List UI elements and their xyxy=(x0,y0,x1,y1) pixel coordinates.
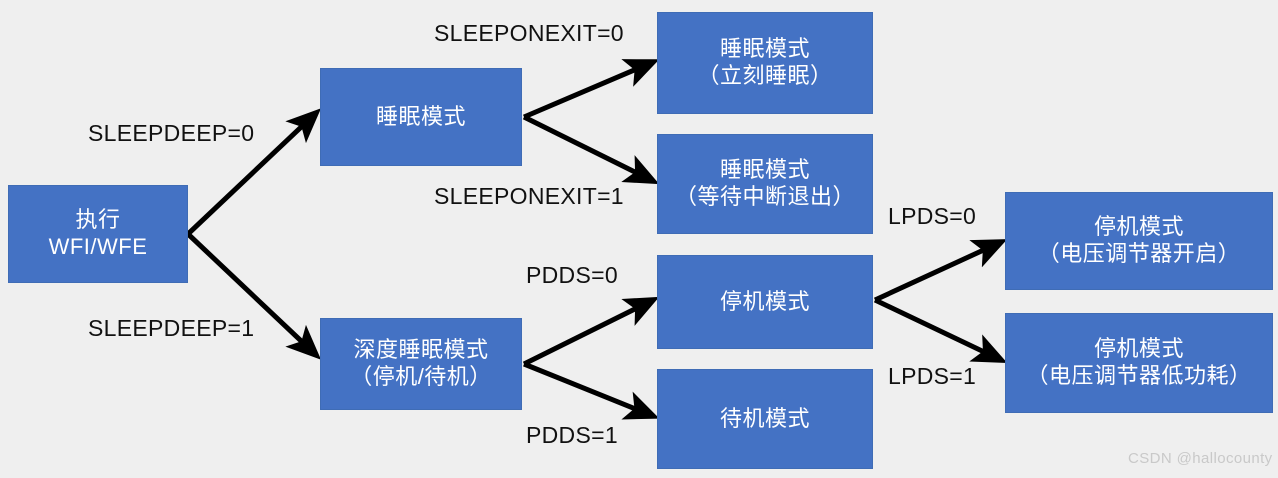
node-label-primary: 睡眠模式 xyxy=(719,36,810,62)
edge-label-lpds-0: LPDS=0 xyxy=(888,203,977,229)
node-sleep: 睡眠模式 xyxy=(320,68,522,166)
edge-label-sleeponexit-1: SLEEPONEXIT=1 xyxy=(434,183,624,209)
arrow-deepsleep-to-stop xyxy=(522,296,660,367)
node-label-primary: 睡眠模式 xyxy=(375,103,466,129)
watermark: CSDN @hallocounty xyxy=(1128,450,1273,467)
node-stop-reg-on: 停机模式（电压调节器开启） xyxy=(1005,192,1273,290)
node-label-primary: 停机模式 xyxy=(1093,214,1184,240)
node-label-primary: 待机模式 xyxy=(719,405,810,431)
node-label-primary: 深度睡眠模式 xyxy=(353,337,489,363)
node-label-secondary: WFI/WFE xyxy=(48,234,148,259)
node-label-secondary: （立刻睡眠） xyxy=(697,63,833,88)
node-label-primary: 执行 xyxy=(75,207,121,233)
node-standby: 待机模式 xyxy=(657,369,873,469)
arrow-sleep-to-sleep-now xyxy=(523,59,660,120)
node-label-primary: 停机模式 xyxy=(1093,336,1184,362)
edge-label-lpds-1: LPDS=1 xyxy=(888,363,977,389)
node-label-secondary: （电压调节器低功耗） xyxy=(1026,363,1252,388)
arrow-sleep-to-sleep-on-exit xyxy=(522,114,660,185)
node-stop: 停机模式 xyxy=(657,255,873,349)
node-label-primary: 睡眠模式 xyxy=(719,157,810,183)
edge-label-pdds-1: PDDS=1 xyxy=(526,422,618,448)
arrow-deepsleep-to-standby xyxy=(523,361,660,420)
arrow-stop-to-reg-lp xyxy=(873,297,1008,364)
edge-label-pdds-0: PDDS=0 xyxy=(526,262,618,288)
node-label-primary: 停机模式 xyxy=(719,288,810,314)
node-label-secondary: （电压调节器开启） xyxy=(1037,241,1241,266)
node-deepsleep: 深度睡眠模式（停机/待机） xyxy=(320,318,522,410)
node-sleep-on-exit: 睡眠模式（等待中断退出） xyxy=(657,134,873,234)
node-stop-reg-lp: 停机模式（电压调节器低功耗） xyxy=(1005,313,1273,413)
node-sleep-now: 睡眠模式（立刻睡眠） xyxy=(657,12,873,114)
edge-label-sleepdeep-1: SLEEPDEEP=1 xyxy=(88,315,255,341)
node-label-secondary: （停机/待机） xyxy=(350,364,492,389)
node-label-secondary: （等待中断退出） xyxy=(674,184,855,209)
edge-label-sleeponexit-0: SLEEPONEXIT=0 xyxy=(434,20,624,46)
edge-label-sleepdeep-0: SLEEPDEEP=0 xyxy=(88,120,255,146)
arrow-stop-to-reg-on xyxy=(873,239,1008,303)
